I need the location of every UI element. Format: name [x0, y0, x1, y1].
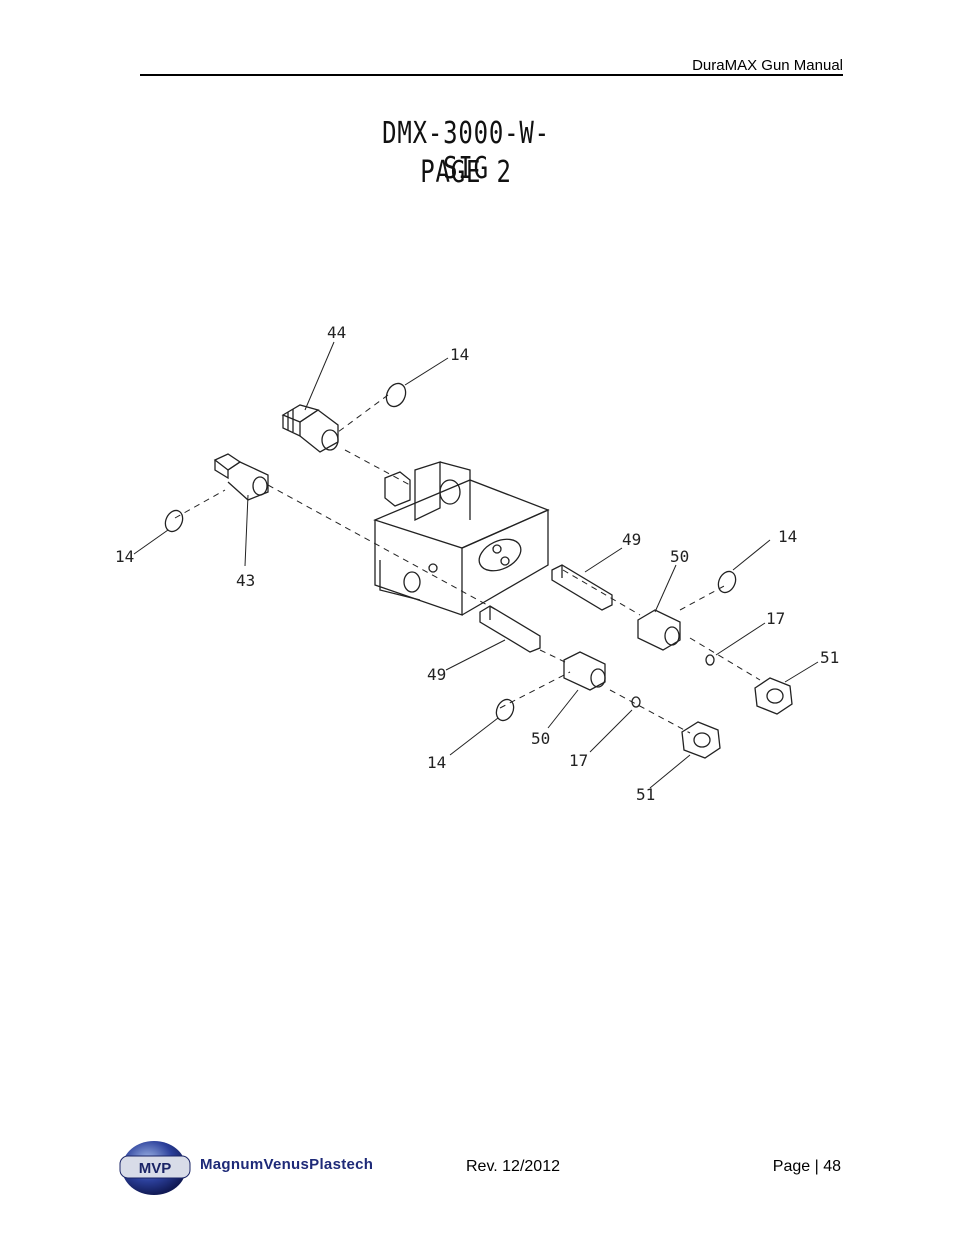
callout-14: 14	[115, 547, 134, 566]
callout-50: 50	[670, 547, 689, 566]
part-49-shaft	[551, 564, 613, 611]
logo-company-name: MagnumVenusPlastech	[200, 1156, 374, 1173]
drawing-page: PAGE 2	[420, 155, 512, 190]
leader-lines	[133, 341, 819, 789]
callout-43: 43	[236, 571, 255, 590]
callout-50: 50	[531, 729, 550, 748]
part-14-o-ring	[495, 698, 515, 722]
svg-text:MVP: MVP	[139, 1160, 172, 1177]
header-rule	[140, 74, 843, 76]
part-43-fitting	[213, 453, 269, 501]
callout-49: 49	[622, 530, 641, 549]
part-17-washer	[705, 654, 715, 666]
part-14-o-ring	[385, 382, 407, 408]
part-51-nut	[681, 721, 721, 759]
callout-14: 14	[778, 527, 797, 546]
revision-date: Rev. 12/2012	[466, 1158, 560, 1175]
company-logo: MVP MagnumVenusPlastech	[112, 1138, 412, 1198]
assembly-axis-lines	[174, 394, 761, 734]
part-51-nut	[754, 677, 793, 715]
callout-49: 49	[427, 665, 446, 684]
mvp-logo-icon: MVP	[119, 1141, 191, 1195]
page-number: Page | 48	[772, 1158, 841, 1175]
part-50-fitting	[637, 609, 681, 651]
callout-51: 51	[820, 648, 839, 667]
part-14-o-ring	[164, 509, 184, 533]
callout-14: 14	[427, 753, 446, 772]
part-50-fitting	[563, 651, 606, 691]
part-14-o-ring	[717, 570, 737, 594]
callout-14: 14	[450, 345, 469, 364]
part-44-fitting	[281, 404, 339, 453]
drawing-number: DMX-3000-W-SIG	[382, 116, 550, 186]
part-17-washer	[631, 696, 641, 708]
callout-51: 51	[636, 785, 655, 804]
manual-title: DuraMAX Gun Manual	[692, 57, 843, 74]
callout-17: 17	[569, 751, 588, 770]
callout-17: 17	[766, 609, 785, 628]
part-49-shaft	[479, 605, 541, 653]
manifold-block	[373, 461, 550, 616]
callout-44: 44	[327, 323, 346, 342]
